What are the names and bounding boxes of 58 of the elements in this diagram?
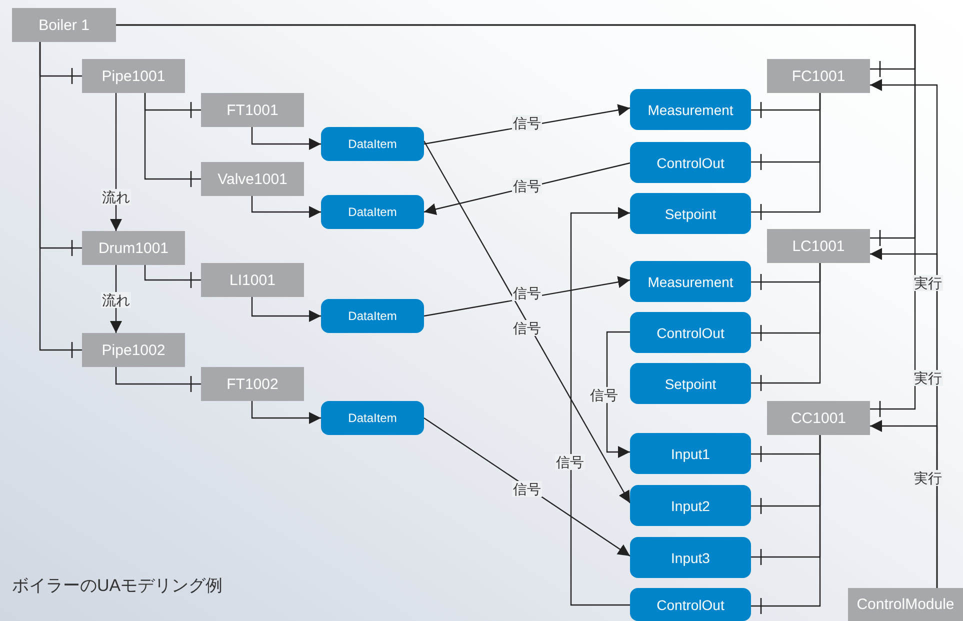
arrow: [251, 401, 321, 424]
rounded-box: DataItem: [321, 195, 424, 229]
object-box: Valve1001: [201, 162, 304, 196]
arrow: [870, 420, 938, 588]
rounded-box: Input1: [630, 433, 751, 474]
rounded-box: Measurement: [630, 261, 751, 302]
arrow: [251, 127, 321, 150]
edge-label: 流れ: [101, 189, 131, 205]
object-box: LC1001: [767, 229, 870, 263]
rounded-box: DataItem: [321, 127, 424, 161]
arrow: [606, 331, 630, 458]
edge-label: 信号: [512, 481, 542, 497]
edge-label: 信号: [512, 178, 542, 194]
object-box: Pipe1001: [82, 59, 185, 93]
connector: [751, 263, 821, 392]
connector: [751, 435, 821, 615]
object-box: Drum1001: [82, 231, 185, 265]
object-box: Boiler 1: [12, 8, 116, 42]
arrow: [110, 93, 122, 231]
rounded-box: ControlOut: [630, 312, 751, 353]
edge-label: 信号: [589, 387, 619, 403]
caption: ボイラーのUAモデリング例: [12, 575, 223, 597]
rounded-box: Measurement: [630, 89, 751, 130]
edge-label: 信号: [512, 285, 542, 301]
edge-label: 信号: [512, 115, 542, 131]
connector: [115, 367, 201, 393]
object-box: Pipe1002: [82, 333, 185, 367]
arrow: [251, 297, 321, 322]
object-box: ControlModule: [848, 588, 963, 621]
rounded-box: Setpoint: [630, 193, 751, 234]
rounded-box: Input2: [630, 485, 751, 526]
rounded-box: ControlOut: [630, 142, 751, 183]
rounded-box: ControlOut: [630, 588, 751, 621]
rounded-box: Setpoint: [630, 363, 751, 404]
arrow: [251, 196, 321, 218]
arrow: [570, 207, 630, 606]
edge-label: 実行: [913, 275, 943, 291]
rounded-box: DataItem: [321, 401, 424, 435]
object-box: FT1002: [201, 367, 304, 401]
edge-label: 信号: [512, 320, 542, 336]
object-box: FC1001: [767, 59, 870, 93]
arrow: [424, 276, 630, 317]
object-box: CC1001: [767, 401, 870, 435]
connector: [751, 93, 821, 221]
connector: [144, 265, 201, 289]
connector: [144, 93, 201, 188]
rounded-box: DataItem: [321, 299, 424, 333]
connector: [116, 24, 916, 418]
arrow: [423, 140, 631, 504]
connector: [39, 42, 82, 359]
object-box: FT1001: [201, 93, 304, 127]
object-box: LI1001: [201, 263, 304, 297]
edge-label: 実行: [913, 370, 943, 386]
rounded-box: Input3: [630, 537, 751, 578]
edge-label: 実行: [913, 470, 943, 486]
edge-label: 流れ: [101, 292, 131, 308]
edge-label: 信号: [555, 454, 585, 470]
arrow: [424, 418, 630, 556]
